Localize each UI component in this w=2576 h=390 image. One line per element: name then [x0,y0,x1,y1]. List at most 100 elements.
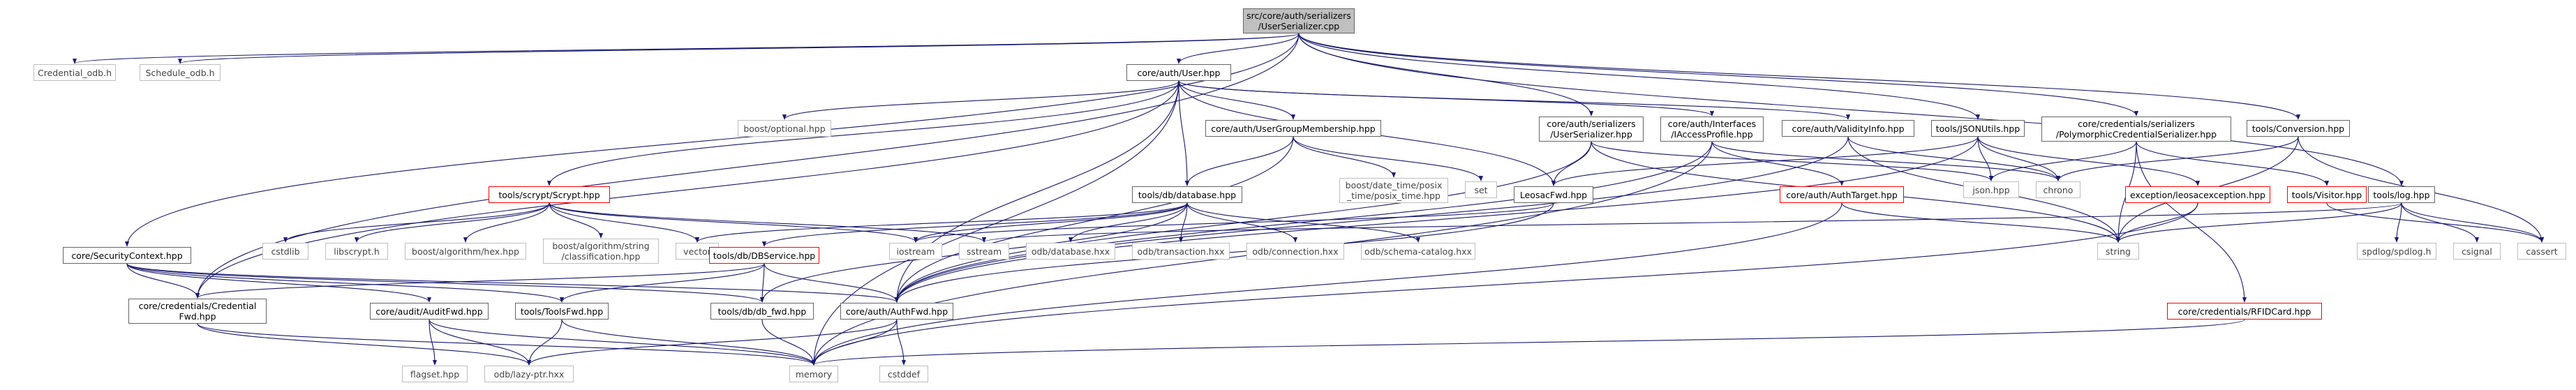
node-label: odb/schema-catalog.hxx [1364,246,1472,257]
node-csignal[interactable]: csignal [2453,243,2501,260]
node-label: core/SecurityContext.hpp [71,250,183,261]
edge-log-to-cassert [2401,202,2545,243]
node-credentialfwd-hpp[interactable]: core/credentials/Credential Fwd.hpp [128,299,267,324]
node-label: sstream [966,246,1002,257]
node-cstddef[interactable]: cstddef [879,366,928,382]
node-label: string [2106,246,2131,257]
node-label: odb/transaction.hxx [1137,246,1225,257]
node-label: core/auth/User.hpp [1137,67,1221,78]
edge-scrypt-to-vector [549,202,700,243]
node-iaccessprofile-hpp[interactable]: core/auth/Interfaces /IAccessProfile.hpp [1660,117,1764,142]
edge-validity_info-to-auth_fwd [895,136,1849,303]
node-validityinfo-hpp[interactable]: core/auth/ValidityInfo.hpp [1782,120,1914,137]
node-auth-userserializer-hpp[interactable]: core/auth/serializers /UserSerializer.hp… [1539,117,1644,142]
node-set[interactable]: set [1465,181,1497,198]
edge-user_hpp-to-database [1178,80,1190,186]
edge-json_utils-to-json_hpp [1977,136,1994,181]
node-conversion-hpp[interactable]: tools/Conversion.hpp [2247,120,2350,137]
node-string[interactable]: string [2097,243,2139,260]
node-chrono[interactable]: chrono [2036,181,2080,198]
node-label: core/auth/ValidityInfo.hpp [1792,123,1905,134]
edge-audit_fwd-to-lazy_ptr [429,319,532,366]
node-label: iostream [896,246,935,257]
node-label: /UserSerializer.hpp [1550,129,1632,140]
node-jsonutils-hpp[interactable]: tools/JSONUtils.hpp [1931,120,2025,137]
node-log-hpp[interactable]: tools/log.hpp [2368,186,2435,203]
node-label: tools/ToolsFwd.hpp [520,306,604,317]
node-polymorphiccredentialserializer-hpp[interactable]: core/credentials/serializers /Polymorphi… [2041,117,2231,142]
edge-db_fwd-to-memory [761,319,817,366]
node-authfwd-hpp[interactable]: core/auth/AuthFwd.hpp [840,303,953,320]
edge-security_context-to-credential_fwd [126,263,200,299]
node-libscrypt-h[interactable]: libscrypt.h [325,243,388,260]
edge-root-to-user_hpp [1176,33,1300,64]
node-toolsfwd-hpp[interactable]: tools/ToolsFwd.hpp [515,303,609,320]
node-credential-odb-h[interactable]: Credential_odb.h [33,64,116,81]
node-flagset-hpp[interactable]: flagset.hpp [402,366,468,382]
node-label: src/core/auth/serializers [1246,10,1351,21]
node-usergroupmembership-hpp[interactable]: core/auth/UserGroupMembership.hpp [1205,120,1381,137]
edge-database-to-vector [695,202,1188,243]
node-label: cassert [2526,246,2558,257]
node-label: core/audit/AuditFwd.hpp [375,306,483,317]
edge-database-to-odb_schema [1186,202,1420,243]
node-visitor-hpp[interactable]: tools/Visitor.hpp [2287,186,2367,203]
node-label: tools/db/database.hpp [1138,189,1237,200]
edge-user_hpp-to-credential_fwd [195,80,1179,299]
node-label: json.hpp [1972,184,2010,195]
edge-visitor-to-cassert [2326,202,2545,243]
node-odb-transaction-hxx[interactable]: odb/transaction.hxx [1132,243,1230,260]
edge-auth_target-to-string [1841,202,2120,243]
node-label: odb/connection.hxx [1252,246,1339,257]
edge-auth_target-to-memory [812,202,1842,366]
node-leosacfwd-hpp[interactable]: LeosacFwd.hpp [1514,186,1593,203]
edge-auth_fwd-to-lazy_ptr [527,319,898,366]
node-boost-posix-time-hpp[interactable]: boost/date_time/posix _time/posix_time.h… [1339,178,1448,203]
node-cstdlib[interactable]: cstdlib [262,243,308,260]
node-odb-lazy-ptr-hxx[interactable]: odb/lazy-ptr.hxx [484,366,574,382]
node-sstream[interactable]: sstream [959,243,1009,260]
node-boost-optional-hpp[interactable]: boost/optional.hpp [738,120,831,137]
node-label: /classification.hpp [561,251,641,262]
edge-scrypt-to-sstream [549,202,986,243]
edge-auth_serializer-to-auth_fwd [894,141,1592,303]
node-dbservice-hpp[interactable]: tools/db/DBService.hpp [709,247,819,264]
node-label: Fwd.hpp [179,311,216,322]
node-user-hpp[interactable]: core/auth/User.hpp [1126,64,1231,81]
node-label: tools/scrypt/Scrypt.hpp [498,189,600,200]
node-memory[interactable]: memory [789,366,838,382]
edge-security_context-to-auth_fwd [126,263,899,303]
node-root-userserializer-cpp[interactable]: src/core/auth/serializers /UserSerialize… [1243,8,1355,33]
node-label: core/auth/serializers [1547,119,1636,129]
node-database-hpp[interactable]: tools/db/database.hpp [1132,186,1242,203]
node-securitycontext-hpp[interactable]: core/SecurityContext.hpp [63,247,191,264]
node-odb-schema-catalog-hxx[interactable]: odb/schema-catalog.hxx [1361,243,1475,260]
node-json-hpp[interactable]: json.hpp [1963,181,2019,198]
node-label: core/credentials/Credential [138,301,257,311]
node-spdlog-h[interactable]: spdlog/spdlog.h [2357,243,2436,260]
node-iostream[interactable]: iostream [889,243,942,260]
edge-db_service-to-tools_fwd [559,263,765,303]
node-label: memory [795,368,833,380]
edge-security_context-to-tools_fwd [126,263,564,303]
node-authtarget-hpp[interactable]: core/auth/AuthTarget.hpp [1780,186,1904,203]
node-label: spdlog/spdlog.h [2362,246,2432,257]
node-boost-classification-hpp[interactable]: boost/algorithm/string /classification.h… [543,239,659,264]
node-label: exception/leosacexception.hpp [2129,189,2265,200]
node-odb-connection-hxx[interactable]: odb/connection.hxx [1246,243,1344,260]
node-label: tools/Visitor.hpp [2291,189,2362,200]
edge-audit_fwd-to-memory [429,319,816,366]
node-cassert[interactable]: cassert [2517,243,2566,260]
node-db-fwd-hpp[interactable]: tools/db/db_fwd.hpp [710,303,814,320]
node-scrypt-hpp[interactable]: tools/scrypt/Scrypt.hpp [489,186,610,203]
node-schedule-odb-h[interactable]: Schedule_odb.h [140,64,221,81]
node-label: boost/date_time/posix [1345,180,1443,190]
edge-user_hpp-to-validity_info [1178,80,1850,120]
node-rfidcard-hpp[interactable]: core/credentials/RFIDCard.hpp [2167,303,2322,320]
node-odb-database-hxx[interactable]: odb/database.hxx [1026,243,1115,260]
node-auditfwd-hpp[interactable]: core/audit/AuditFwd.hpp [370,303,489,320]
node-label: boost/algorithm/hex.hpp [412,246,519,257]
node-label: set [1474,184,1488,195]
node-leosacexception-hpp[interactable]: exception/leosacexception.hpp [2125,186,2270,203]
node-boost-hex-hpp[interactable]: boost/algorithm/hex.hpp [405,243,526,260]
